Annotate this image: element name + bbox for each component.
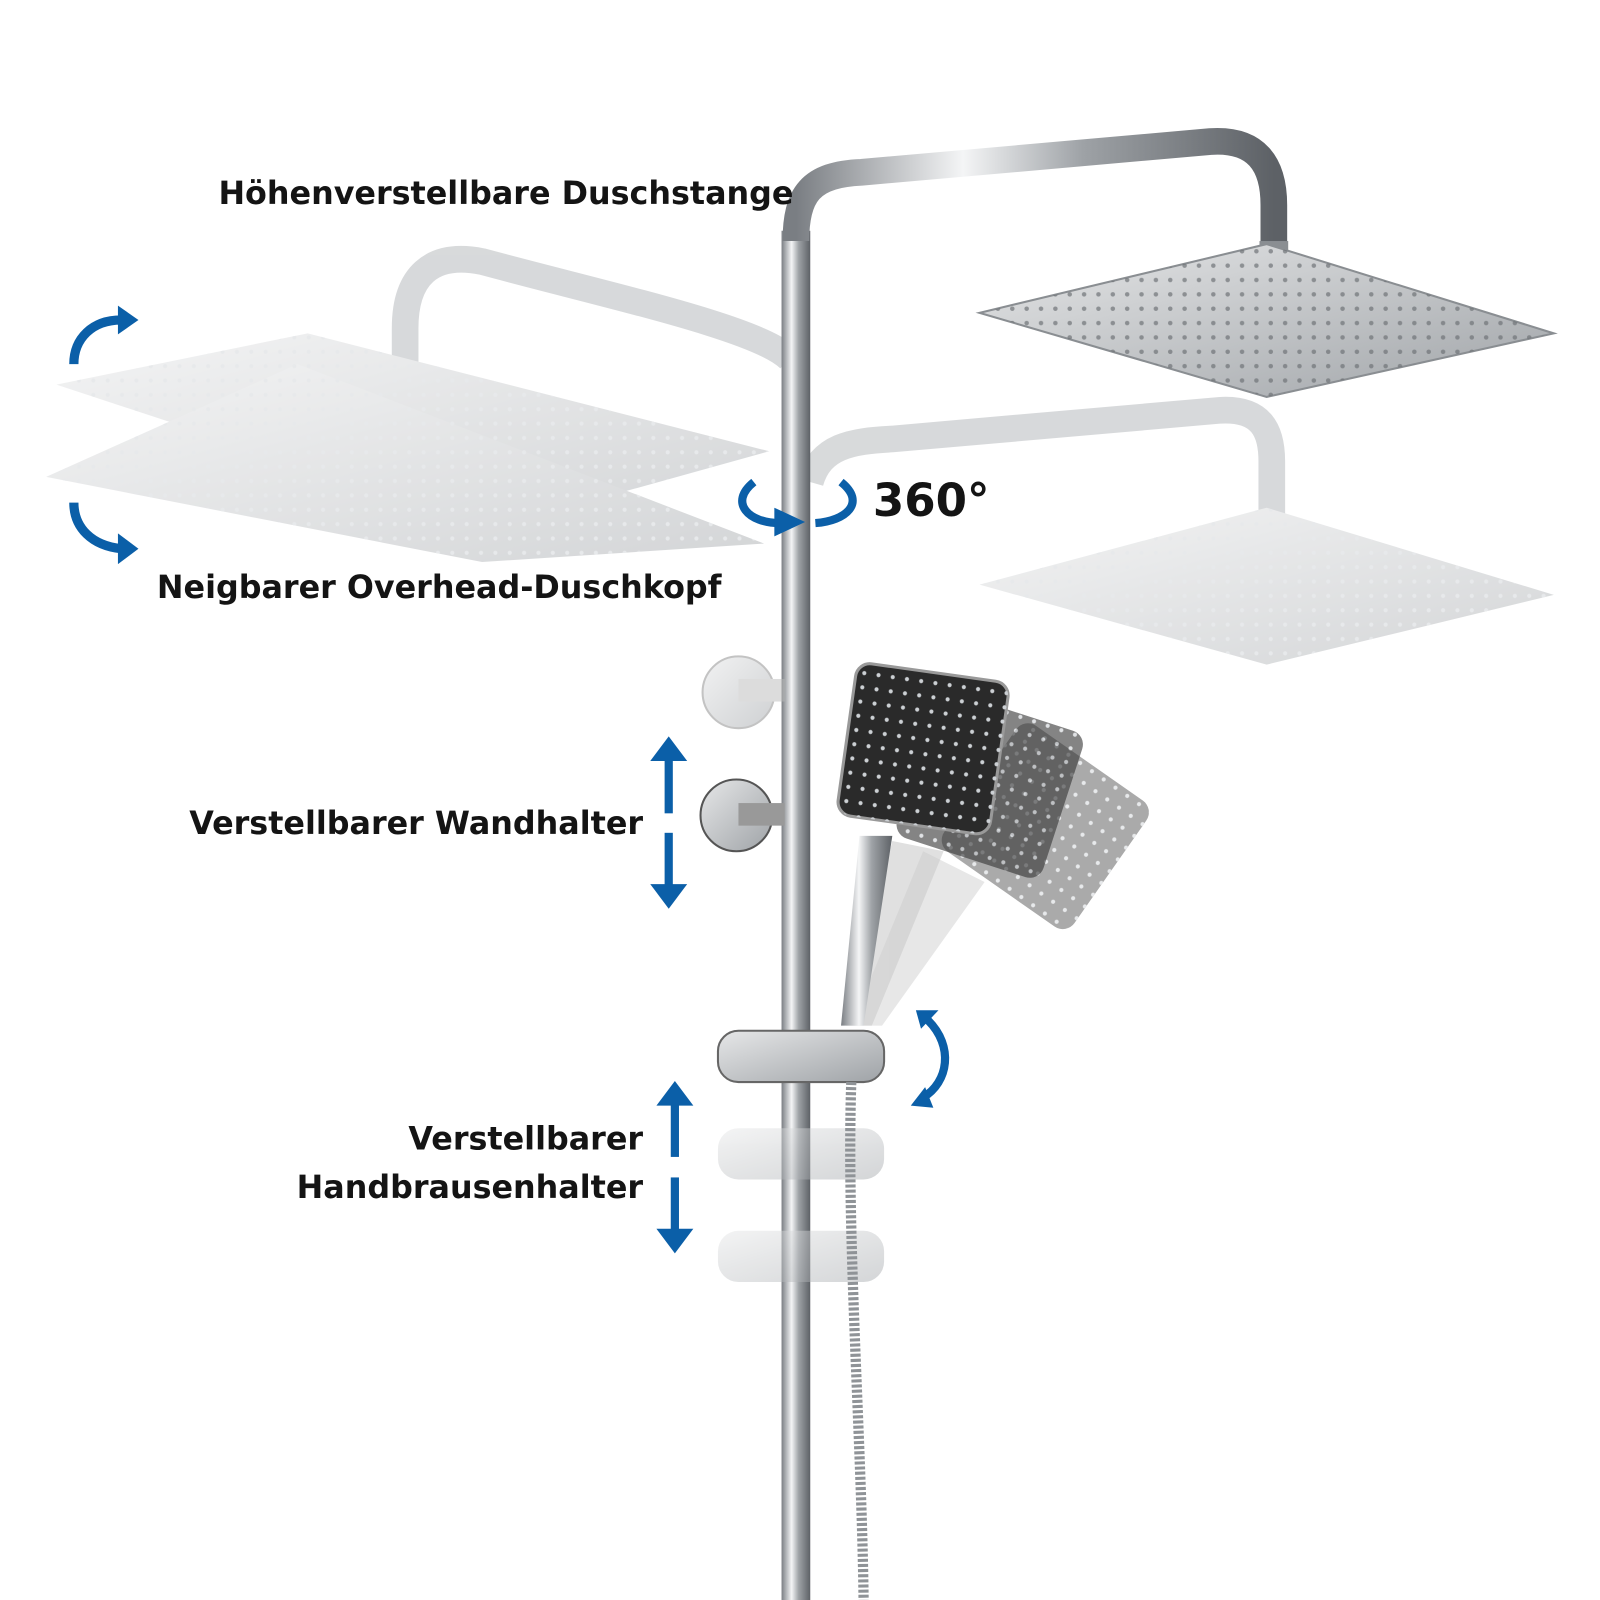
- up-down-arrow-wall-bracket-icon: [650, 736, 688, 909]
- label-handset-holder-1: Verstellbarer: [408, 1121, 643, 1158]
- label-wall-bracket: Verstellbarer Wandhalter: [189, 805, 643, 842]
- label-tiltable-overhead: Neigbarer Overhead-Duschkopf: [157, 569, 723, 606]
- wall-bracket-ghost: [701, 655, 785, 730]
- overhead-arm: [782, 128, 1288, 252]
- wall-bracket: [699, 778, 785, 853]
- up-down-arrow-handset-holder-icon: [656, 1081, 694, 1254]
- shower-rail: [781, 230, 811, 1600]
- rotation-arrow-icon: [738, 478, 857, 537]
- overhead-shower-head: [975, 243, 1558, 398]
- label-handset-holder-2: Handbrausenhalter: [297, 1169, 644, 1206]
- handset-holder-ghosts: [717, 1128, 885, 1283]
- hand-shower: [836, 662, 1010, 1026]
- ghost-overhead-shower-right: [797, 396, 1554, 665]
- label-height-adjustable-rail: Höhenverstellbare Duschstange: [218, 175, 793, 212]
- tilt-arrows-overhead: [69, 315, 122, 554]
- handset-holder: [716, 1029, 886, 1084]
- tilt-arrow-hand-shower-icon: [910, 1010, 950, 1108]
- label-rotation-360: 360°: [873, 474, 990, 527]
- shower-hose: [845, 1081, 869, 1600]
- arrow-head-icon: [117, 305, 139, 335]
- ghost-overhead-shower-left: [46, 246, 800, 563]
- arrow-head-icon: [117, 533, 139, 565]
